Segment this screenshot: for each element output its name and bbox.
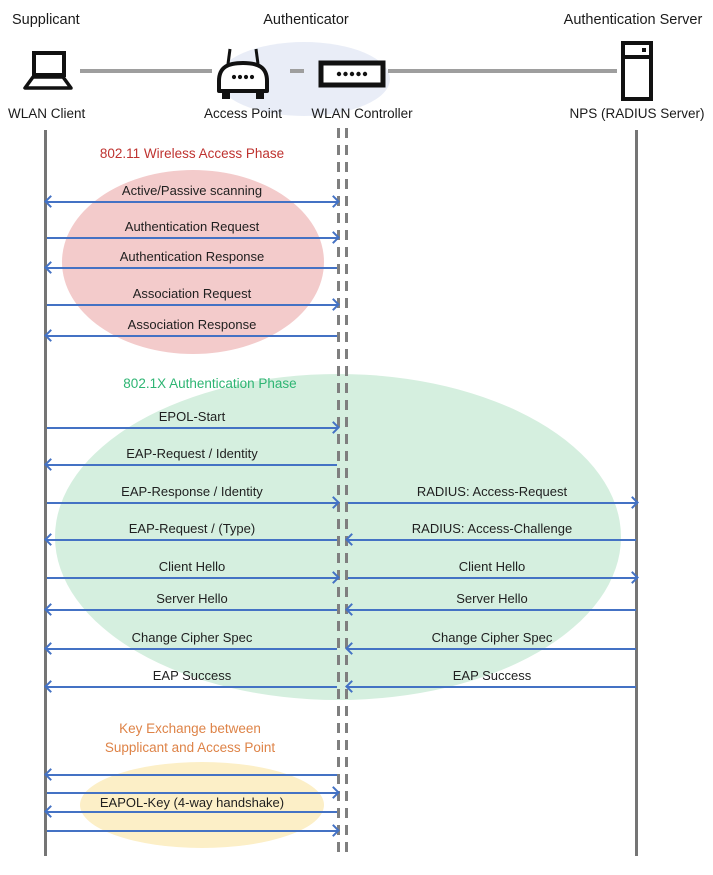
role-authenticator: Authenticator: [263, 12, 349, 28]
arrow-eap-request-identity: [47, 464, 337, 466]
phase2-title: 802.1X Authentication Phase: [123, 376, 297, 391]
laptop-icon: [18, 50, 78, 99]
arrow-eapol-key-4: [47, 830, 337, 832]
arrow-eap-request-type: [47, 539, 337, 541]
lifeline-nps-server: [635, 130, 638, 856]
message-label-authentication-request: Authentication Request: [124, 219, 260, 234]
node-label-wlan-client: WLAN Client: [8, 106, 86, 121]
message-label-association-request: Association Request: [132, 286, 252, 301]
wlan-controller-icon: [318, 60, 386, 93]
message-label-client-hello-left: Client Hello: [158, 559, 226, 574]
role-supplicant: Supplicant: [12, 12, 80, 28]
message-label-radius-access-request: RADIUS: Access-Request: [416, 484, 568, 499]
message-label-eap-success-left: EAP Success: [152, 668, 232, 683]
message-label-eap-success-right: EAP Success: [452, 668, 532, 683]
arrow-eapol-key-3: [47, 811, 337, 813]
arrow-server-hello-left: [47, 609, 337, 611]
arrow-radius-access-challenge: [348, 539, 636, 541]
message-label-association-response: Association Response: [127, 317, 257, 332]
arrow-eap-success-left: [47, 686, 337, 688]
phase3-title-line1: Key Exchange between: [119, 721, 261, 736]
node-label-wlan-controller: WLAN Controller: [311, 106, 413, 121]
node-label-access-point: Access Point: [203, 106, 283, 121]
connector-client-ap: [80, 69, 212, 73]
arrow-eap-success-right: [348, 686, 636, 688]
arrow-radius-access-request: [348, 502, 636, 504]
message-label-eap-request-identity: EAP-Request / Identity: [126, 446, 258, 461]
arrow-eap-response-identity: [47, 502, 337, 504]
message-label-eap-response-identity: EAP-Response / Identity: [121, 484, 263, 499]
arrow-authentication-request: [47, 237, 337, 239]
arrow-authentication-response: [47, 267, 337, 269]
server-icon: [620, 40, 654, 107]
message-label-active-passive-scanning: Active/Passive scanning: [121, 183, 263, 198]
message-label-server-hello-left: Server Hello: [156, 591, 228, 606]
message-label-change-cipher-spec-left: Change Cipher Spec: [131, 630, 253, 645]
arrow-epol-start: [47, 427, 337, 429]
arrow-association-request: [47, 304, 337, 306]
arrow-client-hello-right: [348, 577, 636, 579]
message-label-server-hello-right: Server Hello: [456, 591, 528, 606]
message-label-eapol-key: EAPOL-Key (4-way handshake): [99, 795, 285, 810]
arrow-change-cipher-spec-left: [47, 648, 337, 650]
connector-ap-controller: [290, 69, 304, 73]
arrow-association-response: [47, 335, 337, 337]
message-label-epol-start: EPOL-Start: [158, 409, 226, 424]
phase3-title-line2: Supplicant and Access Point: [104, 740, 276, 755]
arrow-eapol-key-2: [47, 792, 337, 794]
phase3-ellipse: [80, 762, 324, 848]
phase1-title: 802.11 Wireless Access Phase: [99, 146, 285, 161]
arrow-client-hello-left: [47, 577, 337, 579]
message-label-client-hello-right: Client Hello: [458, 559, 526, 574]
message-label-change-cipher-spec-right: Change Cipher Spec: [431, 630, 553, 645]
node-label-nps-radius-server: NPS (RADIUS Server): [569, 106, 705, 121]
lifeline-wlan-client: [44, 130, 47, 856]
arrow-eapol-key-1: [47, 774, 337, 776]
connector-controller-server: [388, 69, 617, 73]
message-label-authentication-response: Authentication Response: [119, 249, 265, 264]
message-label-radius-access-challenge: RADIUS: Access-Challenge: [411, 521, 573, 536]
arrow-server-hello-right: [348, 609, 636, 611]
arrow-change-cipher-spec-right: [348, 648, 636, 650]
access-point-icon: [213, 46, 273, 108]
lifeline-authenticator-dash-1: [337, 128, 340, 854]
arrow-active-passive-scanning: [47, 201, 337, 203]
message-label-eap-request-type: EAP-Request / (Type): [128, 521, 256, 536]
role-authentication-server: Authentication Server: [563, 12, 703, 28]
lifeline-authenticator-dash-2: [345, 128, 348, 854]
